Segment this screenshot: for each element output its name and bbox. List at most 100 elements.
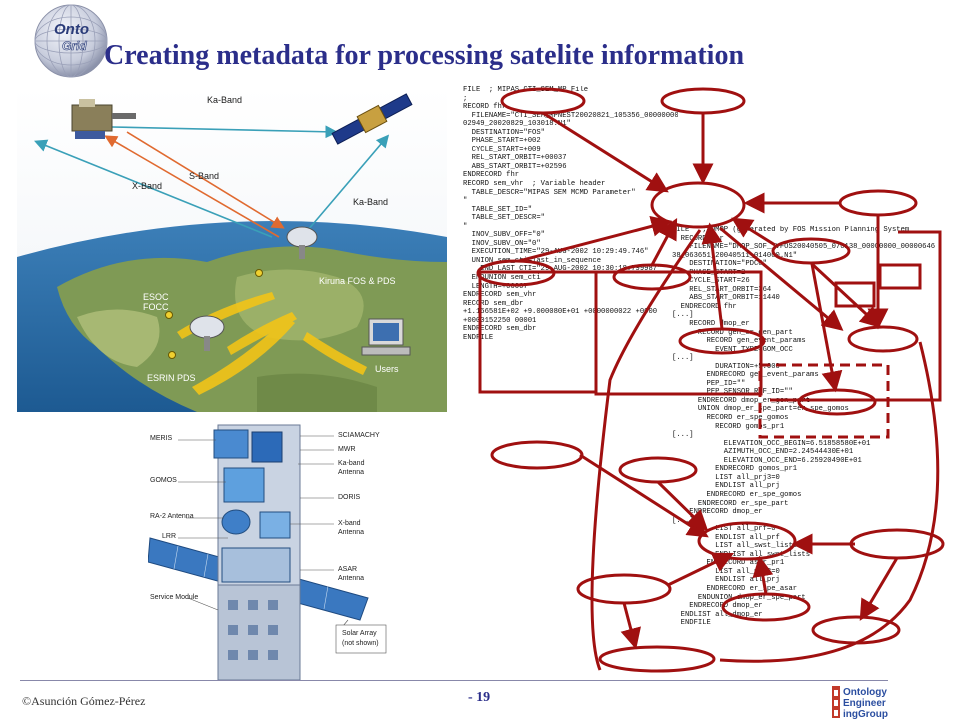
code-line: EXECUTION_TIME="29-AUG-2002 10:29:49.746…	[463, 248, 649, 257]
service-module-label: Service Module	[150, 594, 199, 601]
code-line: ELEVATION_OCC_END=6.25920490E+01	[672, 456, 862, 465]
code-line: TABLE_SET_DESCR="	[463, 214, 545, 223]
code-line: FILENAME="CTI_SEM_MPNEST20020821_105356_…	[471, 111, 678, 120]
code-line: +1.166581E+02 +9.000080E+01 +0000000022 …	[463, 308, 658, 317]
solar-array-label-1: Solar Array	[342, 630, 377, 637]
annotation-ellipse-15	[576, 573, 672, 605]
esrin-label: ESRIN PDS	[147, 373, 196, 383]
envisat-instrument-diagram: MERIS SCIAMACHY MWR Ka-band Antenna GOMO…	[148, 420, 408, 682]
code-line: LENGTH=+00007	[463, 282, 528, 291]
code-line: ENDRECORD sem_vhr	[463, 291, 537, 300]
code-line: REL_START_ORBIT=364	[672, 285, 772, 294]
satellite-communication-diagram: Ka-Band S-Band X-Band Ka-Band Kiruna FOS…	[17, 87, 447, 412]
oeg-logo-line2: Engineer	[843, 698, 886, 709]
doris-label: DORIS	[338, 494, 361, 501]
solar-array-label-2: (not shown)	[342, 640, 379, 647]
x-band-label: X-Band	[132, 181, 162, 191]
code-line: ENDRECORD fhr	[463, 171, 520, 180]
ka-band-antenna-label-2: Antenna	[338, 469, 365, 476]
code-line: ENDLIST all_prf	[672, 533, 780, 542]
code-line: UNION sem_cti=last_in_sequence	[463, 256, 602, 265]
code-line: AZIMUTH_OCC_END=2.24544430E+01	[672, 448, 854, 457]
s-band-link	[104, 135, 280, 238]
code-line: FILE ; MIPAS_CTI_SEM_MP File	[463, 86, 589, 94]
gomos-label: GOMOS	[150, 477, 177, 484]
footer-divider	[20, 680, 888, 681]
oeg-logo: Ontology Engineer ingGroup	[832, 686, 888, 720]
code-line: PEP_SENSOR_REF_ID=""	[672, 388, 793, 397]
code-line: ENDRECORD gen_event_params	[672, 371, 819, 380]
code-line: ENDRECORD er_spe_gomos	[672, 490, 802, 499]
code-line: PEP_ID=""	[672, 379, 746, 388]
s-band-label: S-Band	[189, 171, 219, 181]
mwr-label: MWR	[338, 446, 356, 453]
code-line: ENDUNION dmop_er_spe_part	[672, 593, 806, 602]
code-line: ;	[463, 94, 468, 103]
code-line: RECORD fhr	[672, 234, 724, 243]
code-line: ENDRECORD er_spe_part	[672, 499, 789, 508]
esrin-antenna-icon	[189, 315, 225, 351]
code-line: [...]	[672, 431, 694, 440]
users-label: Users	[375, 364, 399, 374]
users-computer-icon	[361, 318, 411, 356]
x-band-antenna-label-2: Antenna	[338, 529, 365, 536]
code-line: TABLE_SET_ID="	[463, 205, 533, 214]
code-line: RECORD sem_dbr	[463, 299, 524, 308]
code-line: DESTINATION="PDCC"	[672, 260, 767, 269]
code-line: [...]	[672, 311, 694, 320]
x-band-antenna-label-1: X-band	[338, 520, 361, 527]
code-line: FILENAME="DMOP_SOF__VFOS20040505_070138_…	[672, 243, 936, 252]
code-line: CYCLE_START=26	[672, 277, 750, 286]
code-line: ENDRECORD dmop_er_gen_part	[672, 396, 811, 405]
code-line: ENDLIST all_prj	[672, 482, 780, 491]
code-line: ENDLIST all_dmop_er	[672, 610, 763, 619]
annotation-ellipse-11	[490, 440, 584, 470]
ontogrid-logo: Onto Grid	[34, 4, 108, 78]
code-line: ENDRECORD dmop_er	[672, 602, 763, 611]
oeg-logo-line1: Ontology	[843, 687, 887, 698]
code-line: LIST all_prf=0	[672, 525, 776, 534]
code-line: UNION dmop_er_spe_part=er_spe_gomos	[672, 405, 849, 414]
annotation-ellipse-4	[838, 189, 918, 217]
code-line: EVENT_TYPE=GOM_OCC	[672, 345, 793, 354]
x-band-link	[34, 139, 273, 238]
sciamachy-label: SCIAMACHY	[338, 432, 380, 439]
code-line: PHASE_START=+002	[463, 137, 541, 146]
code-line: LIST all_swst_lists=0	[672, 542, 806, 551]
code-line: DESTINATION="FOS"	[463, 128, 545, 137]
logo-text-grid: Grid	[62, 39, 87, 53]
ka-band-link-top	[111, 125, 339, 139]
code-line: PHASE_START=2	[672, 268, 746, 277]
code-line: "	[463, 197, 468, 206]
ka-band-label-right: Ka-Band	[353, 197, 388, 207]
footer-author: ©Asunción Gómez-Pérez	[22, 694, 146, 708]
esoc-label: ESOC	[143, 292, 169, 302]
asar-antenna-label-2: Antenna	[338, 575, 365, 582]
code-line: ENDFILE	[463, 333, 494, 342]
code-line: RECORD er_spe_gomos	[672, 414, 789, 423]
code-line: ABS_START_ORBIT=+02596	[463, 162, 567, 171]
code-line: ENDRECORD gomos_pr1	[672, 465, 798, 474]
code-line: ENDRECORD fhr	[672, 302, 737, 311]
code-line: END_LAST_CTI="29-AUG-2002 10:30:18.79998…	[463, 265, 662, 274]
focc-label: FOCC	[143, 302, 169, 312]
code-line: RECORD gomos_pr1	[672, 422, 785, 431]
code-line: +0000152250 00001	[463, 316, 537, 325]
code-line: [...]	[672, 516, 694, 525]
code-line: ENDLIST all_prj	[672, 576, 780, 585]
code-line: DURATION=+5.000	[672, 362, 780, 371]
ra2-antenna-label: RA-2 Antenna	[150, 513, 194, 520]
mipas-sem-file-listing: FILE ; MIPAS_CTI_SEM_MP File;RECORD fhr …	[463, 86, 678, 396]
code-line: ABS_START_ORBIT=11440	[672, 294, 780, 303]
slide-title: Creating metadata for processing satelit…	[104, 40, 745, 71]
code-line: 38_063651_20040511_014000.N1"	[672, 251, 798, 260]
esrin-dot	[168, 351, 176, 359]
relay-satellite-icon	[331, 93, 413, 145]
code-line: RECORD sem_vhr ; Variable header	[463, 180, 606, 189]
code-line: RECORD gen_er_gen_part	[672, 328, 793, 337]
ka-band-antenna-label-1: Ka-band	[338, 460, 365, 467]
ka-band-link-right	[301, 134, 390, 238]
code-line: REL_START_ORBIT=+00037	[463, 154, 567, 163]
code-line: ENDRECORD asar_pr1	[672, 559, 785, 568]
meris-label: MERIS	[150, 435, 173, 442]
